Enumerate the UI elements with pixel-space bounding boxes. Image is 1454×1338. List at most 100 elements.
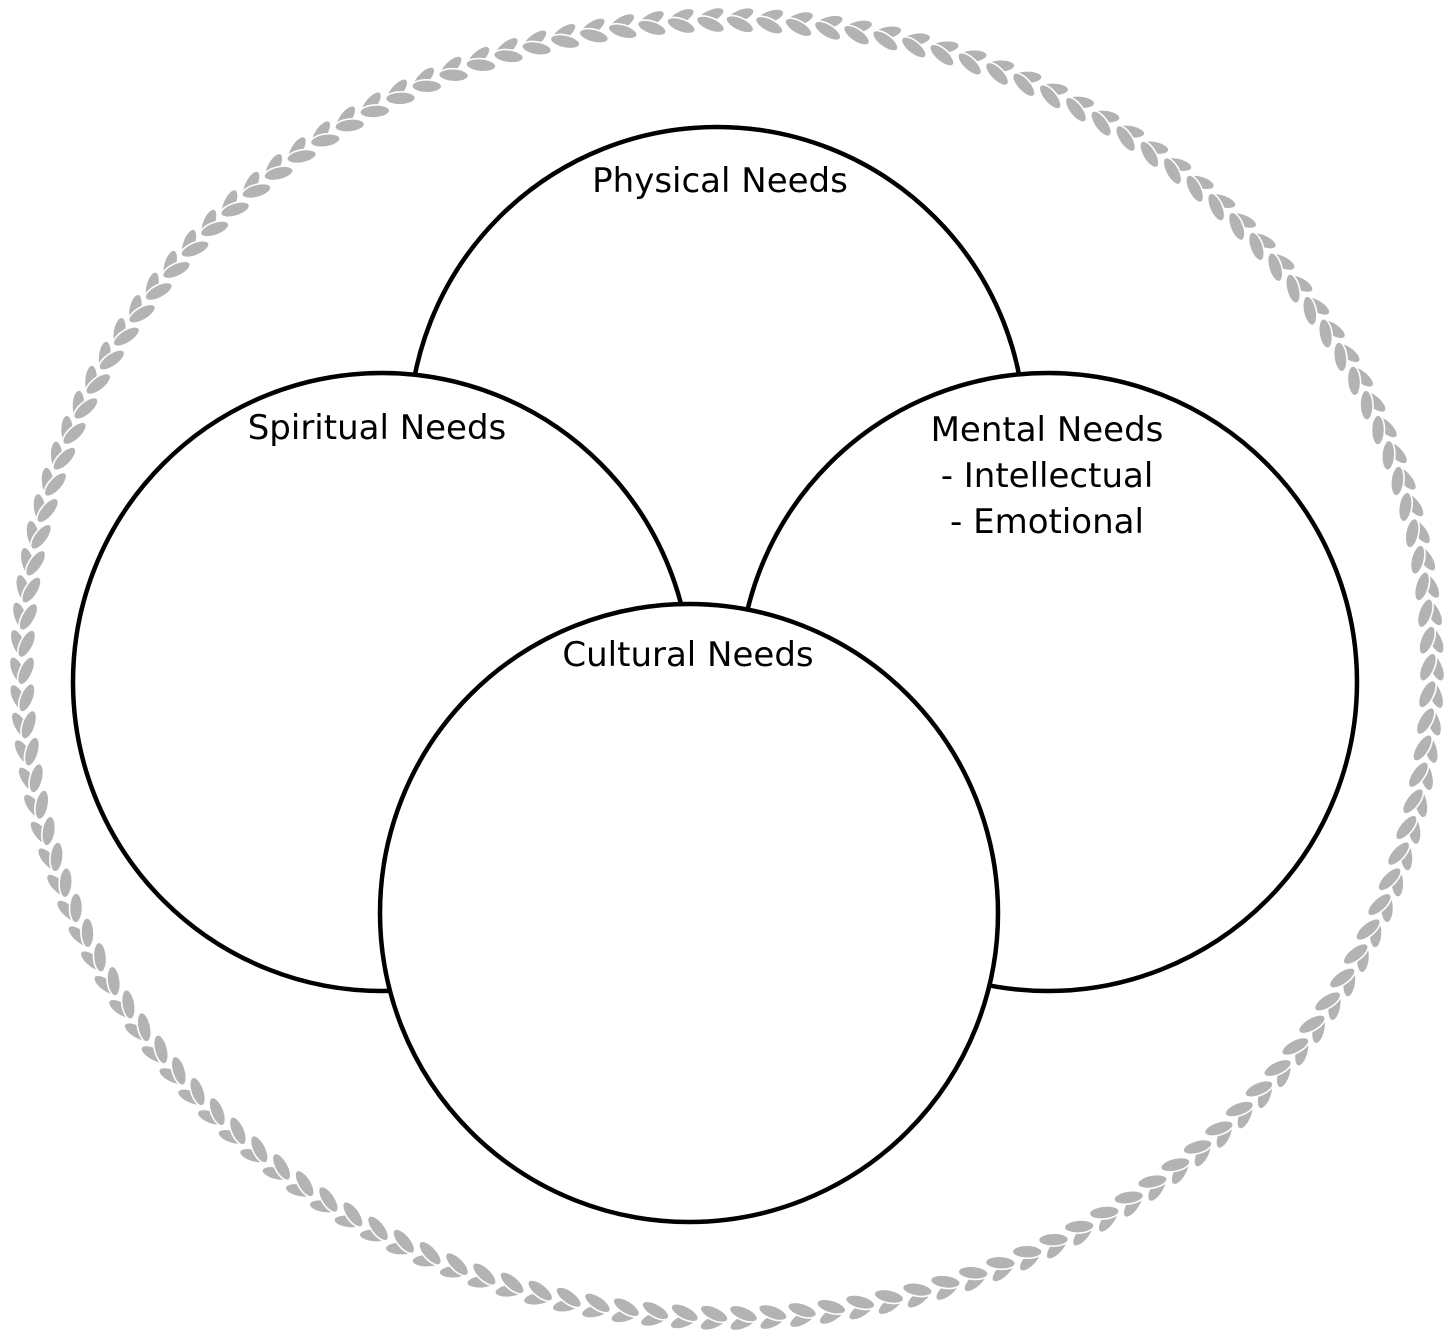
braid-leaf <box>1162 156 1183 186</box>
braid-leaf <box>41 815 57 847</box>
braid-leaf <box>23 736 41 767</box>
braid-leaf <box>199 220 230 238</box>
braid-leaf <box>34 789 50 821</box>
braid-leaf <box>1413 571 1431 602</box>
braid-leaf <box>1407 760 1430 789</box>
braid-leaf <box>161 260 192 280</box>
braid-leaf <box>1064 96 1088 123</box>
braid-leaf <box>786 1301 818 1319</box>
braid-leaf <box>444 1251 470 1277</box>
braid-leaf <box>1159 1156 1191 1173</box>
braid-leaf <box>1401 787 1425 815</box>
braid-leaf <box>928 43 955 67</box>
braid-leaf <box>612 1296 641 1318</box>
braid-leaf <box>219 201 251 219</box>
braid-leaf <box>1415 706 1436 736</box>
braid-leaf <box>309 132 341 149</box>
braid-leaf <box>1297 1014 1327 1035</box>
braid-leaf <box>784 17 813 38</box>
braid-leaf <box>641 1300 670 1321</box>
braid-leaf <box>1011 1244 1044 1260</box>
braid-leaf <box>1342 942 1370 966</box>
braid-leaf <box>392 1228 416 1255</box>
braid-leaf <box>1038 83 1062 110</box>
braid-leaf <box>43 471 68 498</box>
braid-leaf <box>1203 1119 1235 1137</box>
braid-leaf <box>1397 491 1413 523</box>
braid-leaf <box>1182 1138 1213 1156</box>
braid-leaf <box>80 917 95 949</box>
mental-needs-emotional: - Emotional <box>950 502 1144 542</box>
braided-border <box>8 6 1446 1332</box>
braid-leaf <box>492 48 525 64</box>
physical-needs-label: Physical Needs <box>592 161 848 201</box>
braid-leaf <box>1386 840 1411 867</box>
braid-leaf <box>1317 317 1334 350</box>
braid-leaf <box>1412 733 1434 762</box>
braid-leaf <box>418 1240 443 1266</box>
braid-leaf <box>1227 211 1246 242</box>
braid-leaf <box>984 61 1010 87</box>
braid-leaf <box>929 1274 962 1290</box>
braid-leaf <box>578 27 610 44</box>
braid-leaf <box>98 349 126 371</box>
braid-leaf <box>699 1304 729 1324</box>
braid-leaf <box>984 1255 1017 1271</box>
braid-leaf <box>1185 174 1205 204</box>
braid-leaf <box>28 762 45 794</box>
braid-leaf <box>1284 273 1302 305</box>
braid-leaf <box>1244 1079 1274 1099</box>
braid-leaf <box>1090 110 1113 138</box>
braid-leaf <box>1113 1189 1145 1206</box>
braid-leaf <box>1139 140 1160 169</box>
cultural-needs-circle <box>377 601 1001 1225</box>
braid-leaf <box>499 1271 526 1295</box>
braid-leaf <box>1409 544 1426 576</box>
braid-leaf <box>72 396 99 421</box>
braid-leaf <box>842 24 871 46</box>
braid-leaf <box>92 941 108 973</box>
spiritual-needs-label: Spiritual Needs <box>248 408 507 448</box>
braid-leaf <box>271 1152 292 1182</box>
braid-leaf <box>873 1288 905 1305</box>
braid-leaf <box>607 22 639 40</box>
braid-leaf <box>359 104 391 119</box>
braid-leaf <box>20 576 42 605</box>
braid-leaf <box>1206 192 1226 222</box>
braid-leaf <box>188 1076 207 1107</box>
braid-leaf <box>1262 1058 1293 1078</box>
braid-leaf <box>1224 1100 1255 1118</box>
braid-leaf <box>1280 1036 1310 1057</box>
braid-leaf <box>36 497 60 524</box>
braid-leaf <box>16 656 36 686</box>
braid-leaf <box>1389 465 1405 497</box>
braid-leaf <box>549 33 581 50</box>
braid-leaf <box>437 67 470 83</box>
braid-leaf <box>263 165 295 182</box>
braid-leaf <box>136 1011 153 1043</box>
braid-leaf <box>1301 295 1318 327</box>
braid-leaf <box>1377 866 1402 892</box>
braid-leaf <box>670 1302 700 1323</box>
braid-leaf <box>526 1279 554 1302</box>
braid-leaf <box>583 1292 612 1314</box>
braid-leaf <box>294 1169 315 1198</box>
braid-leaf <box>1394 814 1418 841</box>
braid-leaf <box>957 1265 989 1281</box>
braid-leaf <box>208 1096 227 1127</box>
braid-leaf <box>152 1033 170 1065</box>
braid-leaf <box>1355 917 1382 942</box>
braid-leaf <box>17 682 36 713</box>
braid-leaf <box>1088 1205 1120 1220</box>
braid-leaf <box>84 372 112 396</box>
braid-leaf <box>58 866 74 899</box>
braid-leaf <box>180 239 210 259</box>
braid-leaf <box>695 15 726 34</box>
braid-leaf <box>286 148 318 165</box>
braid-leaf <box>555 1286 583 1309</box>
braid-leaf <box>106 965 122 997</box>
braid-leaf <box>666 16 697 35</box>
braid-leaf <box>61 421 88 446</box>
braid-leaf <box>754 15 784 36</box>
